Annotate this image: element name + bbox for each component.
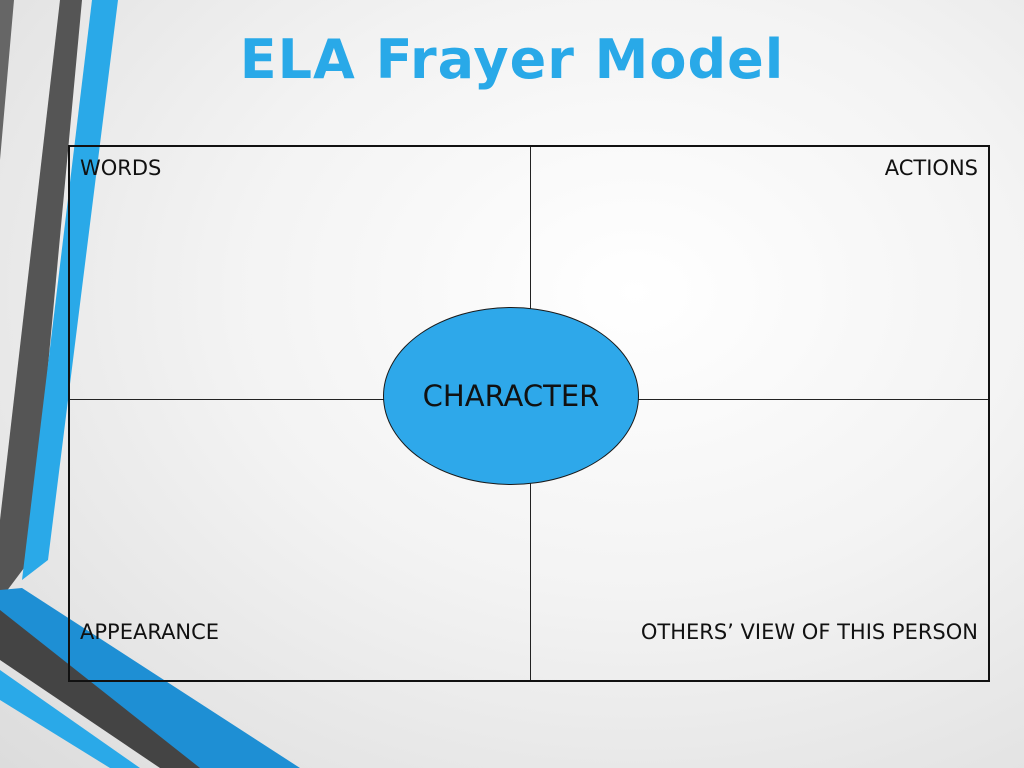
quadrant-label-appearance: APPEARANCE [80,620,220,644]
dark-stripe-left [0,0,82,600]
dark-stripe-bottom [0,610,200,768]
frayer-model-grid: WORDS ACTIONS APPEARANCE OTHERS’ VIEW OF… [68,145,990,682]
quadrant-label-words: WORDS [80,156,162,180]
blue-stripe-bottom [0,588,300,768]
center-label-character: CHARACTER [422,379,600,413]
blue-stripe-bottom-inner [0,670,140,768]
slide-title: ELA Frayer Model [239,28,785,91]
quadrant-label-others-view: OTHERS’ VIEW OF THIS PERSON [640,620,978,644]
thin-dark-stripe-left [0,0,14,160]
center-oval: CHARACTER [383,307,639,485]
quadrant-label-actions: ACTIONS [884,156,978,180]
